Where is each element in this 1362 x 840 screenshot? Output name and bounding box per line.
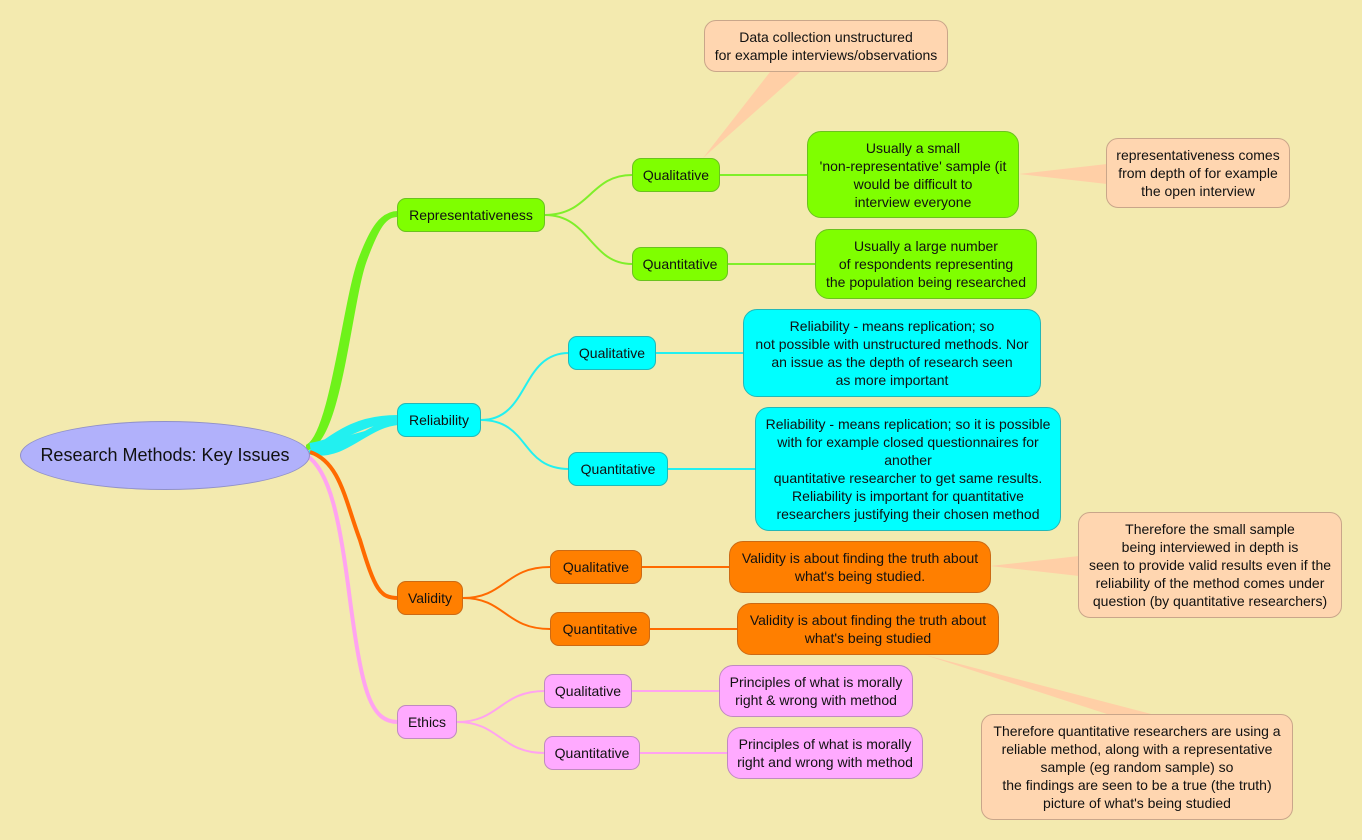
branch-ethics[interactable]: Ethics	[397, 705, 457, 739]
branch-link-representativeness	[306, 210, 400, 451]
reliability-quantitative-detail[interactable]: Reliability - means replication; so it i…	[755, 407, 1061, 531]
validity-quantitative-detail[interactable]: Validity is about finding the truth abou…	[737, 603, 999, 655]
representativeness-qualitative[interactable]: Qualitative	[632, 158, 720, 192]
branch-link-ethics	[304, 453, 399, 724]
ethics-quantitative[interactable]: Quantitative	[544, 736, 640, 770]
root-topic[interactable]: Research Methods: Key Issues	[20, 421, 310, 490]
branch-validity[interactable]: Validity	[397, 581, 463, 615]
link	[480, 352, 570, 421]
representativeness-quantitative[interactable]: Quantitative	[632, 247, 728, 281]
branch-reliability[interactable]: Reliability	[397, 403, 481, 437]
branch-representativeness[interactable]: Representativeness	[397, 198, 545, 232]
representativeness-qualitative-detail[interactable]: Usually a small 'non-representative' sam…	[807, 131, 1019, 218]
callout-quantitative-truth[interactable]: Therefore quantitative researchers are u…	[981, 714, 1293, 820]
validity-qualitative[interactable]: Qualitative	[550, 550, 642, 584]
callout-wedge	[925, 655, 1155, 715]
callout-wedge	[703, 72, 800, 158]
branch-link-validity	[309, 450, 399, 600]
branch-link-reliability	[304, 414, 401, 456]
reliability-qualitative-detail[interactable]: Reliability - means replication; so not …	[743, 309, 1041, 397]
link	[456, 721, 546, 754]
callout-wedge	[990, 556, 1079, 576]
validity-quantitative[interactable]: Quantitative	[550, 612, 650, 646]
reliability-quantitative[interactable]: Quantitative	[568, 452, 668, 486]
reliability-qualitative[interactable]: Qualitative	[568, 336, 656, 370]
ethics-quantitative-detail[interactable]: Principles of what is morally right and …	[727, 727, 923, 779]
link	[480, 419, 570, 470]
link	[544, 214, 633, 265]
callout-small-sample-validity[interactable]: Therefore the small sample being intervi…	[1078, 512, 1342, 618]
ethics-qualitative[interactable]: Qualitative	[544, 674, 632, 708]
link	[462, 597, 551, 630]
representativeness-quantitative-detail[interactable]: Usually a large number of respondents re…	[815, 229, 1037, 299]
link	[544, 174, 633, 216]
callout-wedge	[1019, 164, 1107, 184]
link	[462, 566, 551, 599]
callout-data-collection[interactable]: Data collection unstructured for example…	[704, 20, 948, 72]
ethics-qualitative-detail[interactable]: Principles of what is morally right & wr…	[719, 665, 913, 717]
link	[456, 690, 546, 723]
callout-representativeness-depth[interactable]: representativeness comes from depth of f…	[1106, 138, 1290, 208]
validity-qualitative-detail[interactable]: Validity is about finding the truth abou…	[729, 541, 991, 593]
